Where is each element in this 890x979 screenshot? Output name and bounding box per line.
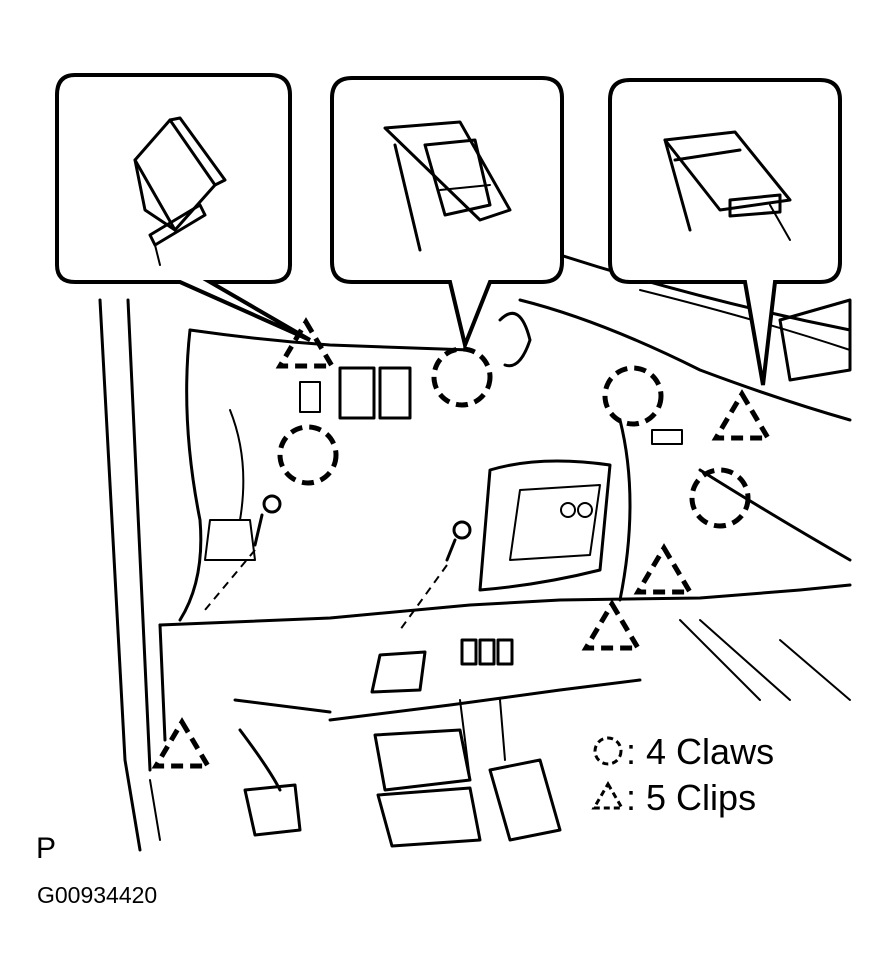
clip-marker (275, 317, 337, 369)
claw-marker (689, 467, 751, 529)
legend-clip-symbol (591, 781, 625, 810)
view-marker: P (36, 832, 57, 865)
claw-marker (431, 346, 493, 408)
claw-marker (277, 424, 339, 486)
clip-marker (151, 717, 213, 769)
legend-clips-label: 5 Clips (646, 777, 757, 818)
legend-claws-label: 4 Claws (646, 731, 775, 772)
legend-clips: : 5 Clips (626, 777, 756, 819)
legend-clips-separator: : (626, 777, 637, 818)
clip-marker (581, 599, 643, 651)
legend-claws: : 4 Claws (626, 731, 774, 773)
clip-marker (711, 389, 773, 441)
clip-marker (633, 543, 695, 595)
clip-markers (151, 317, 773, 769)
dashboard-line-art (98, 253, 852, 852)
legend-claws-separator: : (626, 731, 637, 772)
claw-marker (602, 365, 664, 427)
claw-markers (277, 346, 751, 529)
callout-box-center (330, 76, 564, 352)
figure-id: G00934420 (37, 882, 158, 908)
callout-box-left (55, 73, 312, 342)
legend-claw-symbol (593, 736, 623, 766)
callout-box-right (608, 78, 842, 386)
legend-symbols (591, 736, 625, 810)
